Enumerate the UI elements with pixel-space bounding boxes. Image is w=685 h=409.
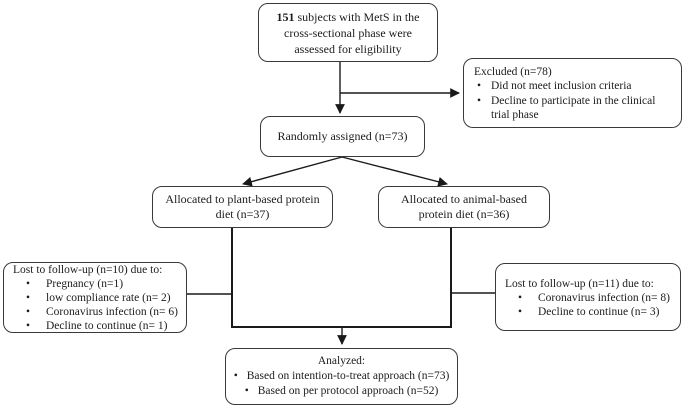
bullet-icon: • bbox=[26, 320, 31, 332]
lost-left-reason: low compliance rate (n= 2) bbox=[46, 292, 171, 304]
analyzed-approach: Based on per protocol approach (n=52) bbox=[257, 385, 439, 397]
bullet-icon: • bbox=[477, 94, 482, 107]
list-item: • Coronavirus infection (n= 6) bbox=[13, 305, 180, 319]
bullet-icon: • bbox=[233, 370, 238, 382]
analyzed-box: Analyzed: • Based on intention-to-treat … bbox=[225, 348, 458, 405]
list-item: • Decline to participate in the clinical… bbox=[474, 94, 673, 123]
list-item: • Decline to continue (n= 3) bbox=[505, 305, 674, 319]
lost-right-reason: Decline to continue (n= 3) bbox=[538, 305, 660, 318]
lost-left-reason: Decline to continue (n= 1) bbox=[46, 320, 168, 332]
excluded-reason: Did not meet inclusion criteria bbox=[491, 80, 632, 92]
plant-diet-allocation-box: Allocated to plant-based protein diet (n… bbox=[152, 186, 333, 228]
bullet-icon: • bbox=[518, 291, 523, 304]
randomized-label: Randomly assigned (n=73) bbox=[277, 129, 408, 144]
lost-right-reason: Coronavirus infection (n= 8) bbox=[538, 291, 670, 304]
excluded-title: Excluded (n=78) bbox=[474, 65, 552, 78]
bullet-icon: • bbox=[26, 292, 31, 304]
bullet-icon: • bbox=[26, 306, 31, 318]
plant-diet-line1: Allocated to plant-based protein bbox=[165, 192, 320, 206]
eligibility-box: 151 subjects with MetS in the cross-sect… bbox=[258, 3, 438, 62]
connector-randomized-to-animal bbox=[341, 156, 448, 187]
eligibility-line2: cross-sectional phase were bbox=[284, 25, 412, 40]
eligibility-line1: 151 subjects with MetS in the bbox=[276, 9, 420, 24]
lost-followup-right-box: Lost to follow-up (n=11) due to: • Coron… bbox=[495, 263, 681, 331]
randomized-box: Randomly assigned (n=73) bbox=[260, 116, 425, 157]
lost-right-title: Lost to follow-up (n=11) due to: bbox=[505, 277, 654, 290]
animal-diet-line1: Allocated to animal-based bbox=[401, 192, 527, 206]
animal-diet-line2: protein diet (n=36) bbox=[418, 207, 510, 221]
list-item: • Based on intention-to-treat approach (… bbox=[234, 369, 450, 384]
excluded-box: Excluded (n=78) • Did not meet inclusion… bbox=[463, 58, 682, 128]
list-item: • Pregnancy (n=1) bbox=[13, 277, 180, 291]
excluded-reason: Decline to participate in the clinical t… bbox=[491, 94, 656, 122]
lost-left-reason: Pregnancy (n=1) bbox=[46, 278, 124, 290]
list-item: • Did not meet inclusion criteria bbox=[474, 79, 673, 94]
plant-diet-line2: diet (n=37) bbox=[215, 207, 270, 221]
analyzed-title: Analyzed: bbox=[317, 355, 366, 367]
connector-randomized-to-plant bbox=[242, 156, 343, 187]
subject-count: 151 bbox=[276, 9, 295, 24]
analyzed-approach: Based on intention-to-treat approach (n=… bbox=[246, 370, 450, 382]
bullet-icon: • bbox=[244, 385, 249, 397]
bullet-icon: • bbox=[477, 80, 482, 92]
bullet-icon: • bbox=[518, 305, 523, 318]
list-item: • Coronavirus infection (n= 8) bbox=[505, 291, 674, 305]
list-item: • low compliance rate (n= 2) bbox=[13, 291, 180, 305]
eligibility-line3: assessed for eligibility bbox=[294, 41, 402, 56]
bullet-icon: • bbox=[26, 278, 31, 290]
lost-left-reason: Coronavirus infection (n= 6) bbox=[46, 306, 178, 318]
lost-left-title: Lost to follow-up (n=10) due to: bbox=[13, 264, 163, 276]
list-item: • Based on per protocol approach (n=52) bbox=[245, 384, 439, 399]
lost-followup-left-box: Lost to follow-up (n=10) due to: • Pregn… bbox=[3, 262, 187, 333]
list-item: • Decline to continue (n= 1) bbox=[13, 319, 180, 333]
animal-diet-allocation-box: Allocated to animal-based protein diet (… bbox=[378, 186, 550, 228]
connector-arms-merge bbox=[231, 228, 452, 328]
